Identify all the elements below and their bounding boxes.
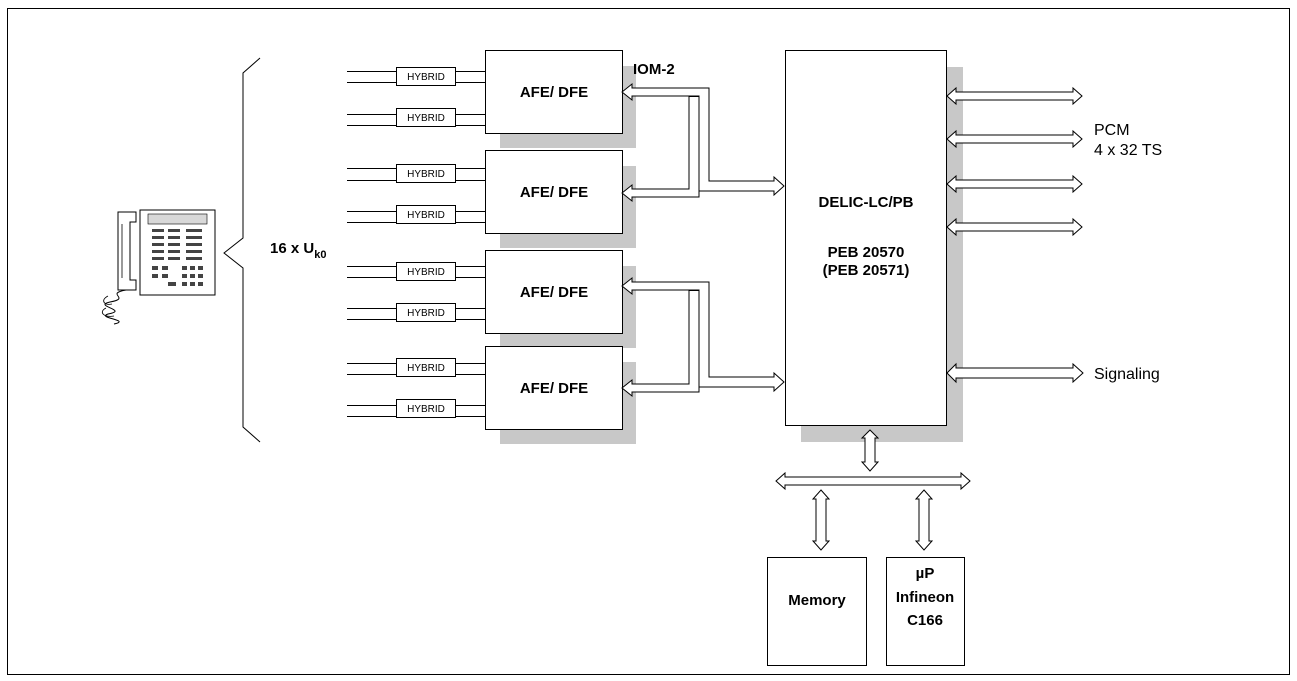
hybrid-label: HYBRID <box>407 169 445 180</box>
memory-bus-arrow <box>813 490 829 550</box>
afe-label-2: AFE/ DFE <box>520 184 588 201</box>
hybrid-line-2: HYBRID <box>347 109 485 127</box>
hybrid-line-6: HYBRID <box>347 304 485 322</box>
hybrid-label: HYBRID <box>407 363 445 374</box>
hybrid-label: HYBRID <box>407 267 445 278</box>
memory-block <box>768 558 867 666</box>
iom-bus-upper <box>622 84 784 201</box>
afe-label-3: AFE/ DFE <box>520 284 588 301</box>
micro-bus-arrow <box>916 490 932 550</box>
micro-model: C166 <box>907 612 943 629</box>
micro-vendor: Infineon <box>896 589 954 606</box>
pcm-arrows <box>947 88 1082 235</box>
pcm-timeslots-label: 4 x 32 TS <box>1094 142 1162 159</box>
telephone-icon <box>102 210 215 324</box>
hybrid-label: HYBRID <box>407 113 445 124</box>
hybrid-label: HYBRID <box>407 210 445 221</box>
afe-blocks: AFE/ DFE AFE/ DFE AFE/ DFE AFE/ DFE <box>486 51 637 445</box>
hybrid-line-1: HYBRID <box>347 68 485 86</box>
delic-bus-arrow <box>862 430 878 471</box>
iom-bus-lower <box>622 278 784 396</box>
hybrid-label: HYBRID <box>407 308 445 319</box>
delic-block: DELIC-LC/PB PEB 20570 (PEB 20571) <box>786 51 964 443</box>
subscriber-brace <box>224 58 260 442</box>
memory-label: Memory <box>788 592 846 609</box>
local-bus <box>776 473 970 489</box>
iom-label: IOM-2 <box>633 61 675 78</box>
delic-alt-part-number: (PEB 20571) <box>823 262 910 279</box>
hybrid-line-4: HYBRID <box>347 206 485 224</box>
outer-frame <box>8 9 1290 675</box>
hybrid-line-7: HYBRID <box>347 359 485 377</box>
hybrid-group: HYBRID HYBRID HYBRID HYBRID HYBRID <box>347 68 485 418</box>
micro-label: µP <box>916 565 935 582</box>
hybrid-line-5: HYBRID <box>347 263 485 281</box>
delic-part-number: PEB 20570 <box>828 244 905 261</box>
hybrid-label: HYBRID <box>407 404 445 415</box>
hybrid-line-3: HYBRID <box>347 165 485 183</box>
delic-name: DELIC-LC/PB <box>819 194 914 211</box>
afe-label-4: AFE/ DFE <box>520 380 588 397</box>
signaling-arrow <box>947 364 1083 382</box>
pcm-label: PCM <box>1094 122 1130 139</box>
signaling-label: Signaling <box>1094 366 1160 383</box>
subscriber-count-label: 16 x Uk0 <box>270 240 326 261</box>
subscriber-subscript: k0 <box>314 249 326 261</box>
afe-label-1: AFE/ DFE <box>520 84 588 101</box>
hybrid-line-8: HYBRID <box>347 400 485 418</box>
hybrid-label: HYBRID <box>407 72 445 83</box>
